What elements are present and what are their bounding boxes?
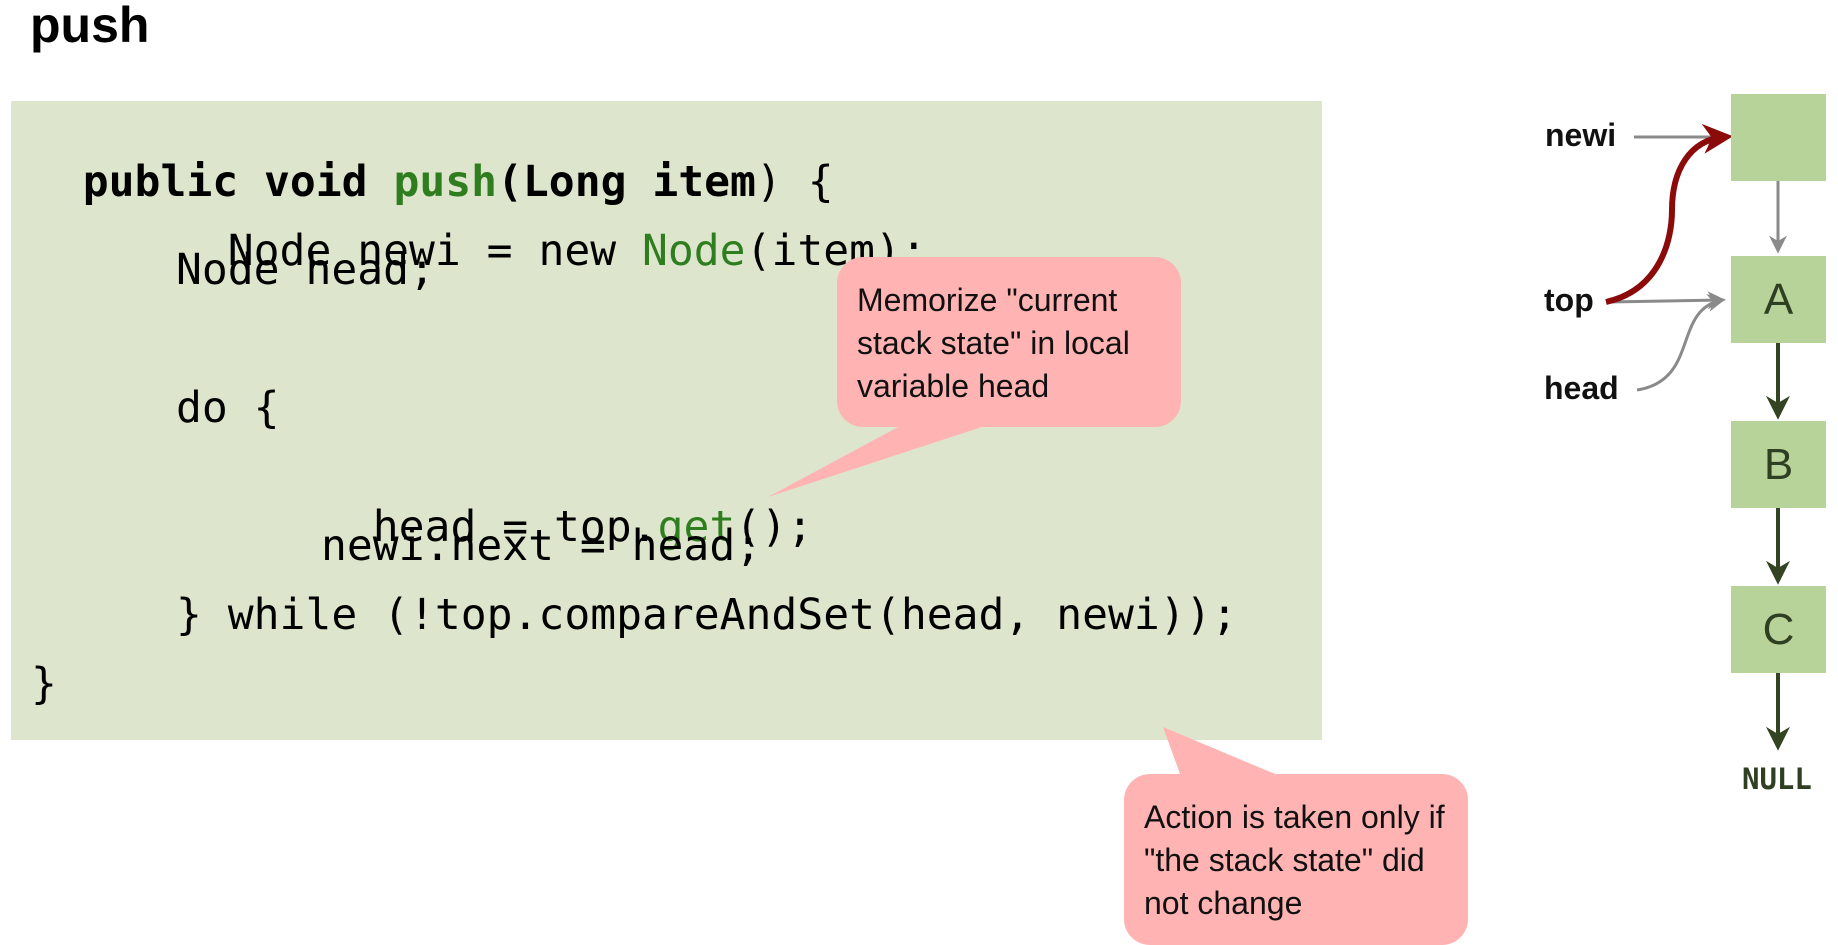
arrow-top xyxy=(1607,291,1726,310)
code-keyword-public: public xyxy=(82,157,239,207)
code-keyword-long: Long xyxy=(522,157,627,207)
code-keyword-void: void xyxy=(264,157,368,207)
code-method-get: get xyxy=(657,502,736,552)
label-head: head xyxy=(1544,370,1619,406)
code-line-3: Node head; xyxy=(176,245,435,295)
callout-action: Action is taken only if "the stack state… xyxy=(1124,774,1468,945)
code-line-8: } xyxy=(31,659,57,709)
label-top: top xyxy=(1544,282,1594,318)
callout-memorize: Memorize "current stack state" in local … xyxy=(837,257,1181,427)
code-line-7: } while (!top.compareAndSet(head, newi))… xyxy=(176,590,1238,640)
code-line-2-pre: Node newi = new xyxy=(227,226,642,276)
code-method-push: push xyxy=(393,157,498,207)
node-b: B xyxy=(1731,421,1826,508)
code-line-5: head = top.get(); xyxy=(321,452,813,552)
code-line-2: Node newi = new Node(item); xyxy=(176,176,927,276)
arrow-top-to-new xyxy=(1605,123,1733,305)
label-null: NULL xyxy=(1742,762,1812,796)
code-line-4: do { xyxy=(176,383,280,433)
arrow-head xyxy=(1636,294,1726,392)
node-new xyxy=(1731,94,1826,181)
code-paren: ( xyxy=(497,157,523,207)
code-class-node: Node xyxy=(642,226,746,276)
node-a: A xyxy=(1731,256,1826,343)
code-line-6: newi.next = head; xyxy=(321,521,762,571)
code-line-1-rest: ) { xyxy=(755,157,834,207)
code-line-1: public void push(Long item) { xyxy=(31,107,834,207)
slide-title: push xyxy=(30,0,150,53)
code-param-item: item xyxy=(652,157,756,207)
code-line-5-post: (); xyxy=(735,502,813,552)
label-newi: newi xyxy=(1545,117,1617,153)
node-c: C xyxy=(1731,586,1826,673)
callout-memorize-tail xyxy=(768,426,985,497)
code-line-5-pre: head = top. xyxy=(372,502,658,552)
callout-action-tail xyxy=(1163,727,1275,774)
